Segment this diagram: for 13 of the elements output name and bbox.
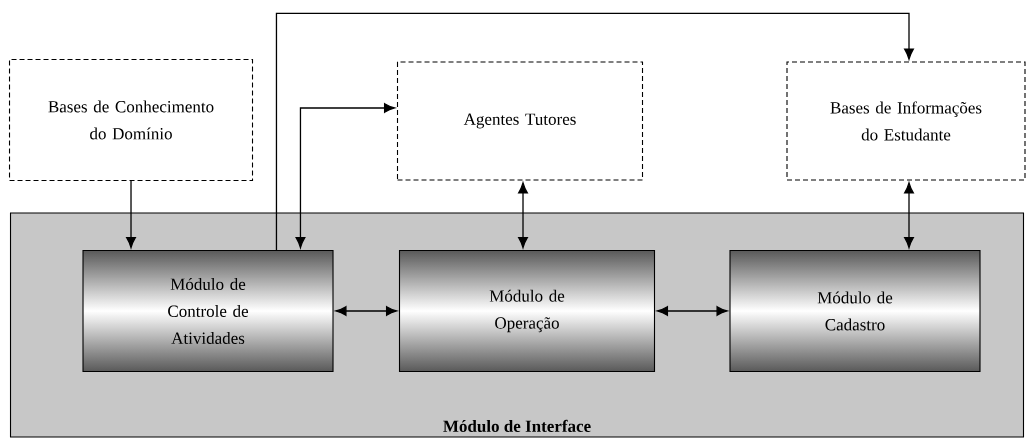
dashed-box: Bases de Conhecimento do Domínio: [8, 58, 254, 182]
module-box: Módulo de Controle de Atividades: [82, 249, 334, 373]
arrow: [904, 182, 914, 249]
arrow: [275, 12, 914, 251]
module-box: Módulo de Operação: [398, 249, 656, 373]
arrow: [518, 182, 528, 249]
dashed-box: Bases de Informações do Estudante: [786, 61, 1026, 181]
dashed-box: Agentes Tutores: [396, 61, 644, 181]
arrow: [335, 306, 398, 316]
arrow: [126, 180, 136, 249]
arrow: [656, 306, 728, 316]
module-box: Módulo de Cadastro: [729, 249, 981, 373]
arrow: [295, 103, 396, 249]
